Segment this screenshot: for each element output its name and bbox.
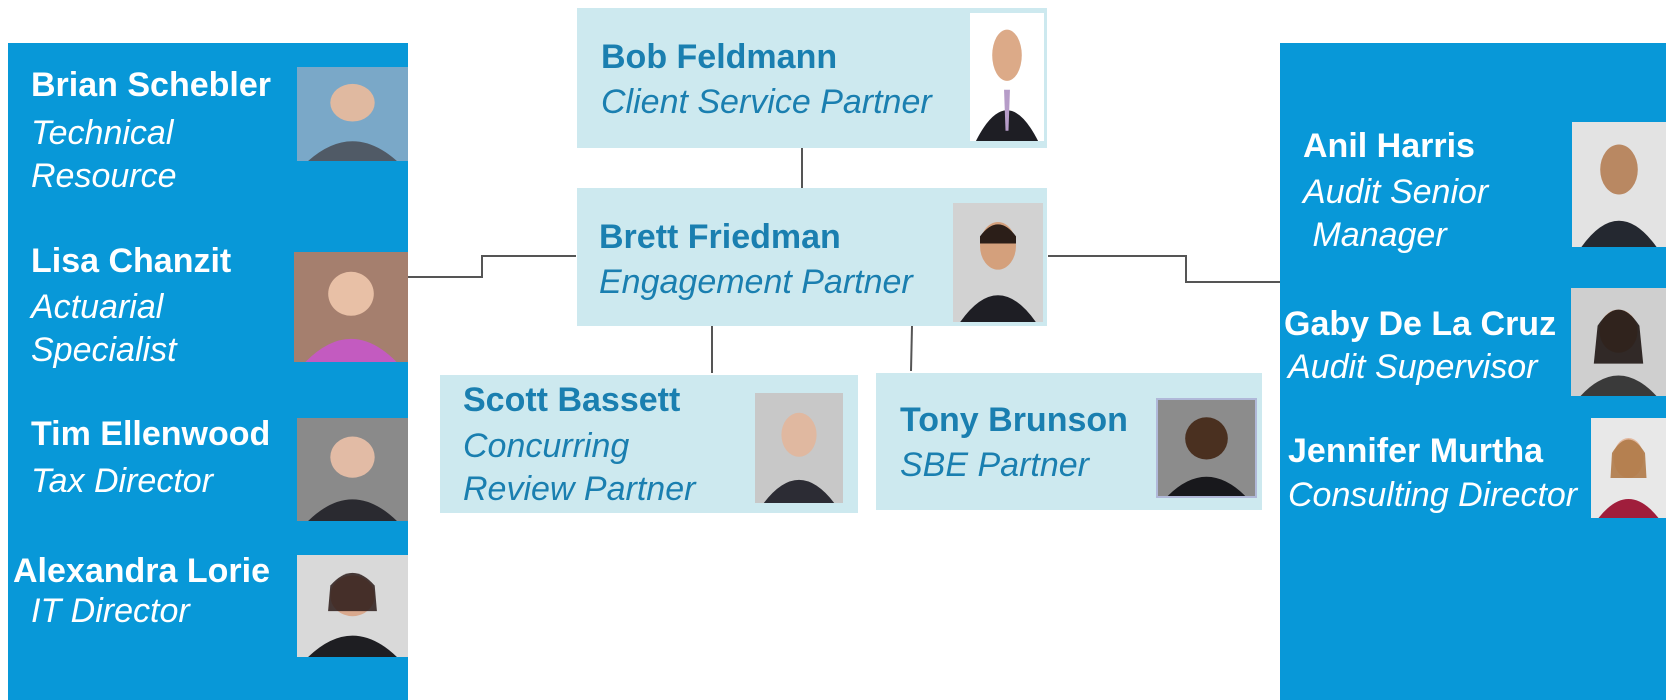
person-photo-icon	[297, 555, 408, 657]
person-photo-icon	[1156, 398, 1257, 498]
person-photo-icon	[297, 418, 408, 521]
person-role: Actuarial	[31, 288, 164, 326]
right-team-panel: Anil Harris Audit Senior Manager Gaby De…	[1280, 43, 1666, 700]
person-role: Technical	[31, 114, 174, 152]
person-role: Audit Senior	[1303, 173, 1489, 211]
person-photo-icon	[970, 13, 1044, 141]
person-name: Jennifer Murtha	[1288, 432, 1544, 470]
person-role: Tax Director	[31, 462, 214, 500]
person-name: Brett Friedman	[599, 218, 841, 256]
person-name: Lisa Chanzit	[31, 242, 232, 280]
person-photo-icon	[1572, 122, 1666, 247]
person-role: Client Service Partner	[601, 83, 932, 121]
person-role: Resource	[31, 157, 177, 195]
person-role: Engagement Partner	[599, 263, 913, 301]
connector-right-panel	[1048, 255, 1280, 283]
person-role: Specialist	[31, 331, 177, 369]
person-name: Brian Schebler	[31, 66, 271, 104]
person-photo-icon	[755, 393, 843, 503]
person-name: Gaby De La Cruz	[1284, 305, 1557, 343]
person-photo-icon	[297, 67, 408, 161]
client-service-partner-box: Bob Feldmann Client Service Partner	[577, 8, 1047, 148]
person-role: Audit Supervisor	[1288, 348, 1538, 386]
person-photo-icon	[1571, 288, 1666, 396]
person-name: Tony Brunson	[900, 401, 1128, 439]
concurring-review-partner-box: Scott Bassett Concurring Review Partner	[440, 375, 858, 513]
person-name: Anil Harris	[1303, 127, 1475, 165]
person-photo-icon	[953, 203, 1043, 322]
person-role: Consulting Director	[1288, 476, 1578, 514]
person-name: Scott Bassett	[463, 381, 681, 419]
person-photo-icon	[294, 252, 408, 362]
engagement-partner-box: Brett Friedman Engagement Partner	[577, 188, 1047, 326]
person-role: Concurring	[463, 427, 630, 465]
person-role: SBE Partner	[900, 446, 1089, 484]
left-team-panel: Brian Schebler Technical Resource Lisa C…	[8, 43, 408, 700]
connector-left-panel	[408, 255, 576, 278]
person-role: Review Partner	[463, 470, 696, 508]
person-name: Alexandra Lorie	[13, 552, 270, 590]
person-role: IT Director	[31, 592, 190, 630]
sbe-partner-box: Tony Brunson SBE Partner	[876, 373, 1262, 510]
person-photo-icon	[1591, 418, 1666, 518]
person-role: Manager	[1303, 216, 1447, 254]
connector-to-sbe	[910, 325, 913, 372]
person-name: Tim Ellenwood	[31, 415, 271, 453]
person-name: Bob Feldmann	[601, 38, 838, 76]
